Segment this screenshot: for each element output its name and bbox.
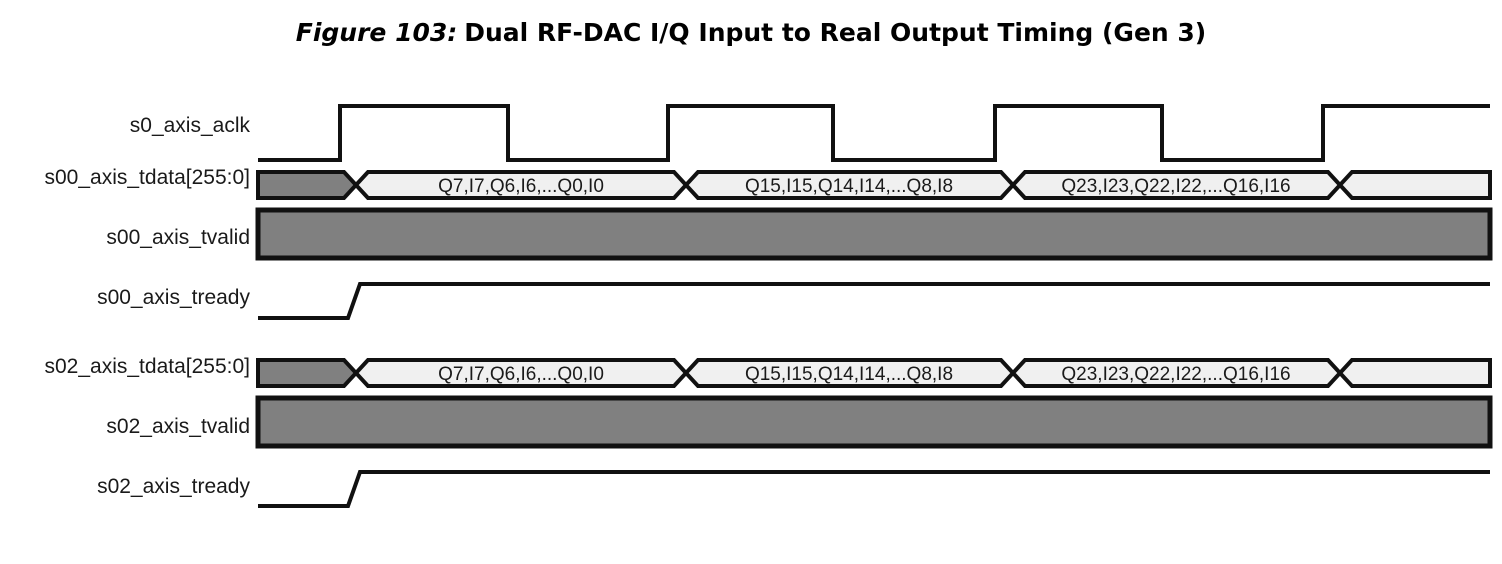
bus-cell [1337, 358, 1492, 388]
signal-label-s02-axis-tvalid: s02_axis_tvalid [106, 415, 250, 438]
tready-trace [258, 282, 1490, 320]
valid-level-bar [255, 207, 1493, 261]
signal-label-s02-axis-tdata: s02_axis_tdata[255:0] [44, 355, 251, 378]
figure-title: Dual RF-DAC I/Q Input to Real Output Tim… [464, 18, 1207, 47]
clock-trace [258, 104, 1490, 162]
waveform-s0-axis-aclk [258, 104, 1490, 162]
valid-level-bar [255, 395, 1493, 449]
bus-cell-label: Q15,I15,Q14,I14,...Q8,I8 [745, 364, 953, 385]
waveform-svg: Q7,I7,Q6,I6,...Q0,I0 Q15,I15,Q14,I14,...… [255, 104, 1493, 508]
bus-cell-unknown [256, 170, 359, 200]
bus-cell-label: Q23,I23,Q22,I22,...Q16,I16 [1061, 176, 1290, 197]
waveform-s00-axis-tready [258, 282, 1490, 320]
bus-cell-unknown [256, 358, 359, 388]
bus-cell-label: Q23,I23,Q22,I22,...Q16,I16 [1061, 364, 1290, 385]
waveform-s02-axis-tvalid [255, 395, 1493, 449]
waveform-s00-axis-tdata: Q7,I7,Q6,I6,...Q0,I0 Q15,I15,Q14,I14,...… [256, 170, 1492, 200]
waveform-area: s0_axis_aclk s00_axis_tdata[255:0] s00_a… [0, 88, 1502, 528]
waveform-s02-axis-tready [258, 470, 1490, 508]
figure-caption: Figure 103: Dual RF-DAC I/Q Input to Rea… [0, 18, 1502, 48]
signal-label-s02-axis-tready: s02_axis_tready [97, 475, 250, 498]
bus-cell-label: Q15,I15,Q14,I14,...Q8,I8 [745, 176, 953, 197]
bus-cell [1337, 170, 1492, 200]
figure-number: Figure 103: [295, 18, 458, 47]
waveform-s00-axis-tvalid [255, 207, 1493, 261]
signal-label-s00-axis-tdata: s00_axis_tdata[255:0] [44, 166, 251, 189]
signal-label-s00-axis-tvalid: s00_axis_tvalid [106, 226, 250, 249]
bus-cell-label: Q7,I7,Q6,I6,...Q0,I0 [438, 176, 604, 197]
waveform-s02-axis-tdata: Q7,I7,Q6,I6,...Q0,I0 Q15,I15,Q14,I14,...… [256, 358, 1492, 388]
signal-label-s0-axis-aclk: s0_axis_aclk [129, 114, 250, 137]
bus-cell-label: Q7,I7,Q6,I6,...Q0,I0 [438, 364, 604, 385]
tready-trace [258, 470, 1490, 508]
signal-label-s00-axis-tready: s00_axis_tready [97, 286, 250, 309]
